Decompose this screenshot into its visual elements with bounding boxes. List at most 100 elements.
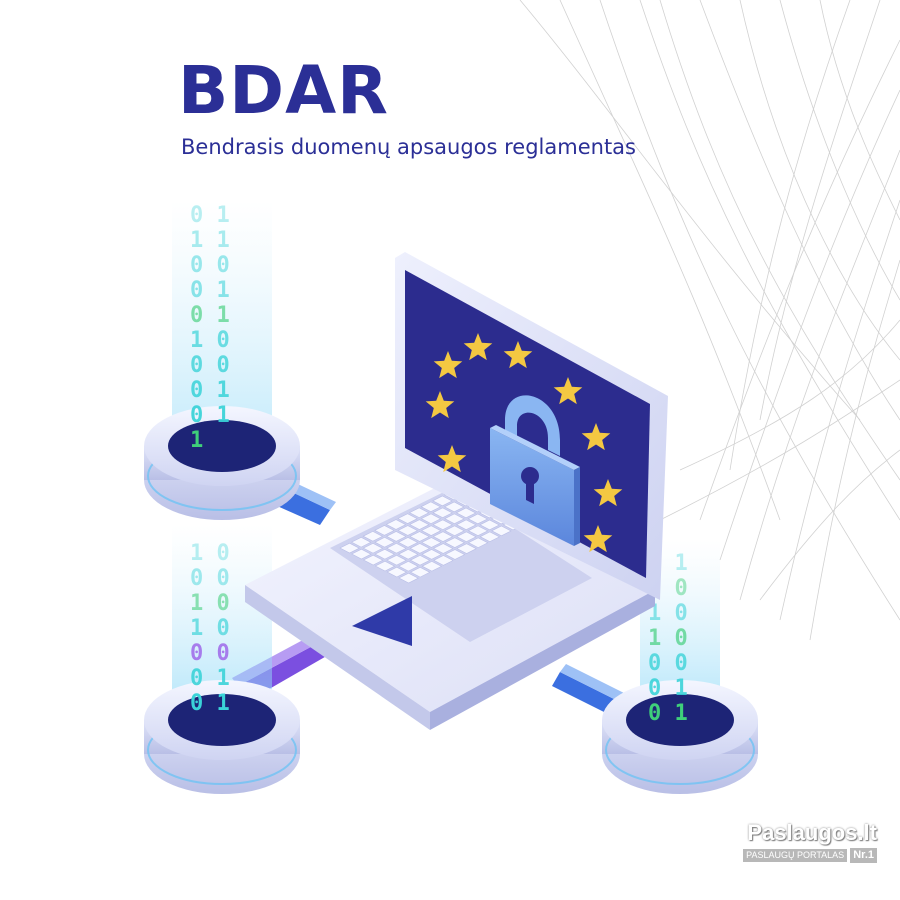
keyboard-key bbox=[421, 537, 442, 548]
server-pad-bottom-right bbox=[602, 680, 758, 794]
star-icon bbox=[425, 391, 455, 419]
binary-digit-row: 1 0 bbox=[190, 541, 230, 566]
keyboard-key bbox=[420, 513, 442, 524]
binary-digit-row: 0 1 bbox=[190, 666, 230, 691]
keyboard-key bbox=[409, 531, 430, 542]
keyboard-key bbox=[409, 555, 431, 566]
keyboard-key bbox=[455, 519, 477, 531]
binary-digit-row: 0 1 bbox=[190, 691, 230, 716]
keyboard-key bbox=[397, 513, 418, 524]
keyboard-key bbox=[444, 549, 466, 560]
keyboard-key bbox=[374, 548, 396, 560]
background-wire-lines bbox=[519, 0, 900, 641]
binary-digit-row: 1 bbox=[190, 428, 203, 453]
keyboard-key bbox=[409, 566, 431, 578]
keyboard-key bbox=[444, 525, 465, 536]
keyboard-key bbox=[443, 501, 465, 513]
star-icon bbox=[437, 445, 467, 473]
keyboard-key bbox=[455, 507, 477, 519]
keyboard-key bbox=[350, 536, 372, 548]
keyboard-key bbox=[374, 560, 396, 572]
keyboard-key bbox=[456, 543, 477, 554]
keyboard-key bbox=[385, 531, 407, 542]
binary-digit-row: 0 1 bbox=[648, 701, 688, 726]
keyboard-key bbox=[351, 548, 372, 560]
keyboard-key bbox=[421, 561, 443, 572]
keyboard-key bbox=[467, 525, 489, 537]
keyboard-key bbox=[409, 543, 431, 554]
watermark: Paslaugos.lt PASLAUGŲ PORTALAS Nr.1 bbox=[737, 822, 877, 863]
keyboard-key bbox=[385, 519, 407, 530]
keyboard-key bbox=[456, 531, 477, 542]
keyboard-key bbox=[408, 507, 430, 518]
binary-digit-row: 1 0 bbox=[190, 591, 230, 616]
binary-digit-row: 0 1 bbox=[190, 378, 230, 403]
binary-digit-row: 0 0 bbox=[190, 566, 230, 591]
keyboard-key bbox=[398, 572, 419, 584]
watermark-tagline: PASLAUGŲ PORTALAS bbox=[743, 849, 848, 862]
binary-digit-row: 0 0 bbox=[190, 253, 230, 278]
binary-digit-row: 0 0 bbox=[648, 651, 688, 676]
eu-stars bbox=[425, 333, 623, 553]
keyboard-key bbox=[433, 555, 454, 566]
watermark-brand: Paslaugos.lt bbox=[747, 820, 877, 845]
keyboard-key bbox=[339, 542, 360, 554]
binary-digit-row: 0 1 bbox=[648, 676, 688, 701]
padlock-icon bbox=[490, 395, 580, 546]
binary-digit-row: 0 1 bbox=[190, 403, 230, 428]
star-icon bbox=[503, 341, 533, 369]
keyboard-key bbox=[374, 525, 395, 536]
keyboard-key bbox=[444, 513, 465, 525]
binary-digit-row: 1 0 bbox=[190, 616, 230, 641]
keyboard-key bbox=[432, 531, 454, 542]
watermark-tagline-row: PASLAUGŲ PORTALAS Nr.1 bbox=[737, 848, 877, 863]
binary-digit-row: 1 1 bbox=[190, 228, 230, 253]
laptop bbox=[245, 252, 668, 730]
keyboard-key bbox=[420, 525, 442, 536]
keyboard-key bbox=[398, 560, 419, 572]
star-icon bbox=[553, 377, 583, 405]
star-icon bbox=[581, 423, 611, 451]
keyboard-key bbox=[444, 537, 466, 548]
keyboard-key bbox=[397, 537, 419, 548]
keyboard-key bbox=[479, 531, 501, 543]
binary-digits-bottom-left: 1 00 01 01 00 00 10 1 bbox=[190, 541, 230, 716]
binary-digit-row: 1 0 bbox=[648, 626, 688, 651]
keyboard-key bbox=[479, 519, 500, 531]
keyboard-key bbox=[432, 519, 454, 530]
keyboard-key bbox=[362, 531, 384, 542]
page-title: BDAR bbox=[178, 52, 389, 129]
keyboard-key bbox=[421, 549, 442, 560]
keyboard-key bbox=[362, 554, 384, 566]
binary-digits-top-left: 0 11 10 00 10 11 00 00 10 11 bbox=[190, 203, 230, 453]
keyboard-key bbox=[397, 525, 419, 536]
keyboard-key bbox=[397, 549, 419, 560]
star-icon bbox=[583, 525, 613, 553]
binary-digit-row: 0 1 bbox=[190, 203, 230, 228]
page-subtitle: Bendrasis duomenų apsaugos reglamentas bbox=[181, 135, 636, 159]
screen-display bbox=[405, 270, 650, 578]
binary-digit-row: 0 1 bbox=[190, 303, 230, 328]
keyboard-key bbox=[409, 519, 430, 530]
keyboard-key bbox=[420, 501, 442, 513]
binary-digit-row: 0 0 bbox=[190, 641, 230, 666]
keyboard-key bbox=[491, 525, 512, 537]
server-pad-top-left bbox=[144, 406, 300, 520]
keyboard-key bbox=[432, 495, 453, 507]
keyboard-key bbox=[432, 543, 454, 554]
touchpad bbox=[352, 596, 412, 646]
binary-digit-row: 0 0 bbox=[190, 353, 230, 378]
binary-digit-row: 0 1 bbox=[190, 278, 230, 303]
binary-digit-row: 1 0 bbox=[190, 328, 230, 353]
star-icon bbox=[433, 351, 463, 379]
keyboard-key bbox=[467, 537, 489, 548]
keyboard-key bbox=[467, 513, 489, 525]
server-pad-bottom-left bbox=[144, 680, 300, 794]
keyboard-key bbox=[374, 537, 395, 548]
keyboard-key bbox=[432, 507, 453, 519]
watermark-rank: Nr.1 bbox=[850, 848, 877, 863]
star-icon bbox=[463, 333, 493, 361]
keyboard-key bbox=[386, 566, 408, 578]
keyboard-key bbox=[386, 554, 407, 566]
